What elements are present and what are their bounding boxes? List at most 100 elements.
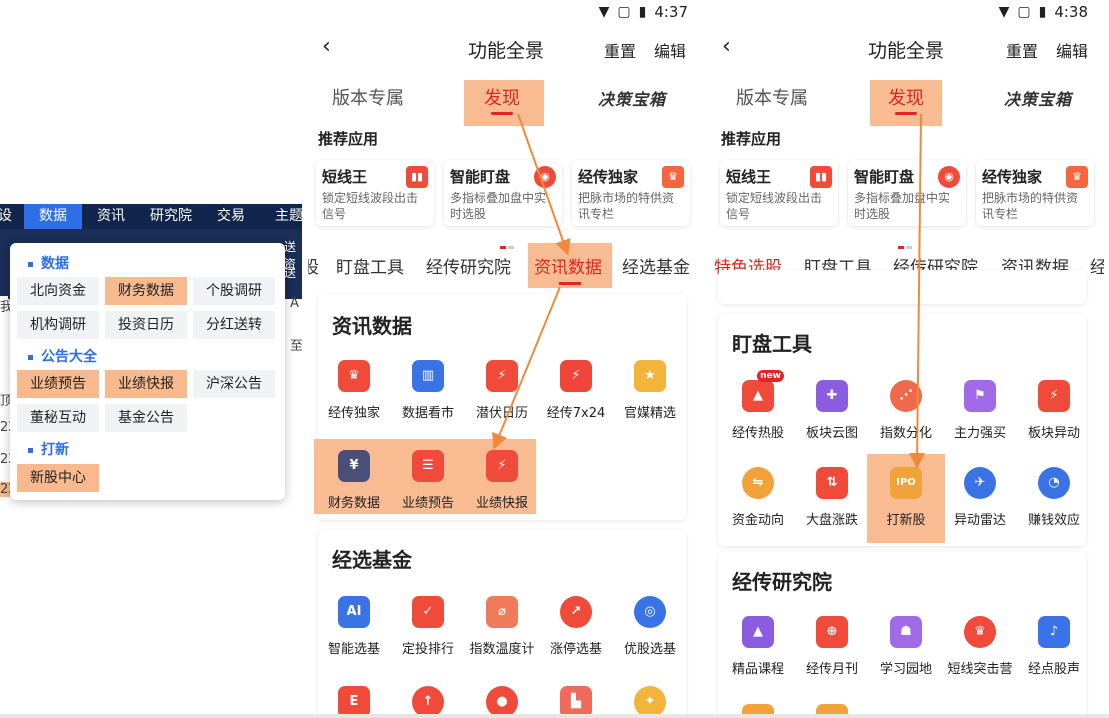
reset-button[interactable]: 重置 (604, 42, 637, 61)
menu-item-investment-calendar[interactable]: 投资日历 (105, 311, 187, 339)
app-item[interactable]: ¥财务数据 (317, 450, 391, 511)
app-card-smart-watch[interactable]: 智能盯盘 ◉ 多指标叠加盘中实时选股 (444, 160, 562, 226)
page-indicator (500, 234, 520, 249)
puzzle-flash-icon: ⚡ (1038, 380, 1070, 412)
menu-item-stock-survey[interactable]: 个股调研 (193, 277, 275, 305)
app-item[interactable]: ⚑主力强买 (943, 380, 1017, 441)
brand-decision-box[interactable]: 决策宝箱 (1004, 90, 1073, 109)
item-label: 主力强买 (953, 426, 1006, 441)
new-badge: new (757, 370, 784, 382)
app-item[interactable]: ⚡潜伏日历 (465, 360, 539, 421)
app-item[interactable]: ⊕经传月刊 (795, 616, 869, 677)
app-card-smart-watch[interactable]: 智能盯盘 ◉ 多指标叠加盘中实时选股 (848, 160, 966, 226)
edit-button[interactable]: 编辑 (1056, 42, 1089, 61)
menu-item-dividend[interactable]: 分红送转 (193, 311, 275, 339)
app-item[interactable]: ↑ (391, 686, 465, 718)
app-item[interactable]: ★官媒精选 (613, 360, 687, 421)
menu-item-northbound-funds[interactable]: 北向资金 (17, 277, 99, 305)
tab-discover[interactable]: 发现 (484, 84, 520, 115)
app-item[interactable]: ⚡板块异动 (1017, 380, 1091, 441)
app-item[interactable]: ♪经点股声 (1017, 616, 1091, 677)
menu-item-earnings-forecast[interactable]: 业绩预告 (17, 370, 99, 398)
app-card-exclusive[interactable]: 经传独家 ♛ 把脉市场的特供资讯专栏 (976, 160, 1094, 226)
category-underline (559, 282, 581, 285)
ai-icon: AI (338, 596, 370, 628)
tab-discover[interactable]: 发现 (888, 84, 924, 115)
menu-item-financial-data[interactable]: 财务数据 (105, 277, 187, 305)
app-item[interactable]: ◔赚钱效应 (1017, 467, 1091, 528)
app-item[interactable]: ↗涨停选基 (539, 596, 613, 657)
desktop-app: 设 数据 资讯 研究院 交易 主题 我 A 至 顶 22 22 22 送资 送 … (0, 0, 302, 718)
item-label: 异动雷达 (953, 513, 1006, 528)
menu-tab-trade[interactable]: 交易 (217, 208, 245, 224)
app-item[interactable]: ● (465, 686, 539, 718)
menu-item-sh-sz-announcements[interactable]: 沪深公告 (193, 370, 275, 398)
category-tab-news-data[interactable]: 资讯数据 (534, 258, 602, 278)
app-item[interactable]: ✦ (613, 686, 687, 718)
edit-button[interactable]: 编辑 (654, 42, 687, 61)
app-item[interactable]: ⚡经传7x24 (539, 360, 613, 421)
category-tab-fund[interactable]: 经 (1090, 258, 1104, 278)
menu-tab-partial[interactable]: 设 (0, 208, 12, 224)
menu-item-new-stock-center[interactable]: 新股中心 (17, 464, 99, 492)
app-item[interactable]: ☗学习园地 (869, 616, 943, 677)
desktop-menu-bar: 设 数据 资讯 研究院 交易 主题 (0, 204, 302, 229)
tab-version-exclusive[interactable]: 版本专属 (332, 88, 404, 109)
app-item[interactable]: ✓定投排行 (391, 596, 465, 657)
menu-item-fund-announcements[interactable]: 基金公告 (105, 404, 187, 432)
app-item[interactable]: ✈异动雷达 (943, 467, 1017, 528)
card-title: 智能盯盘 (450, 168, 511, 186)
eye-icon: ◉ (534, 166, 556, 188)
back-icon[interactable]: ‹ (322, 34, 331, 59)
app-item[interactable]: ♛短线突击营 (943, 616, 1017, 677)
app-card-short-line[interactable]: 短线王 ▮▮ 锁定短线波段出击信号 (316, 160, 434, 226)
item-label: 优股选基 (623, 642, 676, 657)
category-tab-stock[interactable]: 股 (308, 258, 319, 278)
app-item[interactable]: ⇅大盘涨跌 (795, 467, 869, 528)
app-item[interactable]: ▲精品课程 (721, 616, 795, 677)
app-item[interactable]: ◎优股选基 (613, 596, 687, 657)
menu-tab-theme[interactable]: 主题 (275, 208, 302, 224)
app-item[interactable]: ▙ (539, 686, 613, 718)
app-card-exclusive[interactable]: 经传独家 ♛ 把脉市场的特供资讯专栏 (572, 160, 690, 226)
crown-icon: ♛ (1066, 166, 1088, 188)
app-item[interactable]: ⇋资金动向 (721, 467, 795, 528)
section-previous (718, 270, 1086, 304)
app-item[interactable]: ♛经传独家 (317, 360, 391, 421)
chart-icon: ▮▮ (810, 166, 832, 188)
brand-decision-box[interactable]: 决策宝箱 (598, 90, 667, 109)
category-tab-fund[interactable]: 经选基金 (622, 258, 690, 278)
app-item[interactable]: ⋰指数分化 (869, 380, 943, 441)
menu-tab-research[interactable]: 研究院 (150, 208, 192, 224)
app-item[interactable]: ✚板块云图 (795, 380, 869, 441)
page-title: 功能全景 (467, 40, 544, 62)
page-indicator (898, 234, 918, 249)
crown-icon: ♛ (964, 616, 996, 648)
menu-tab-news[interactable]: 资讯 (97, 208, 125, 224)
reset-button[interactable]: 重置 (1006, 42, 1039, 61)
menu-item-secretary-qa[interactable]: 董秘互动 (17, 404, 99, 432)
item-label: 业绩预告 (401, 496, 454, 511)
app-item[interactable]: ☰业绩预告 (391, 450, 465, 511)
bar-icon: ▙ (560, 686, 592, 718)
app-card-short-line[interactable]: 短线王 ▮▮ 锁定短线波段出击信号 (720, 160, 838, 226)
badge-icon: ● (486, 686, 518, 718)
item-label: 财务数据 (327, 496, 380, 511)
calendar-icon: ⚡ (486, 360, 518, 392)
phone-screen-1: ▼ ▢ ▮ 4:37 ‹ 功能全景 重置 编辑 版本专属 发现 决策宝箱 推荐应… (308, 0, 704, 718)
tab-version-exclusive[interactable]: 版本专属 (736, 88, 808, 109)
category-tab-research[interactable]: 经传研究院 (426, 258, 511, 278)
app-item[interactable]: E (317, 686, 391, 718)
app-item[interactable]: ⌀指数温度计 (465, 596, 539, 657)
menu-item-earnings-express[interactable]: 业绩快报 (105, 370, 187, 398)
menu-item-institution-survey[interactable]: 机构调研 (17, 311, 99, 339)
app-item[interactable]: ⚡业绩快报 (465, 450, 539, 511)
app-item[interactable]: ▥数据看市 (391, 360, 465, 421)
category-tab-watch-tools[interactable]: 盯盘工具 (336, 258, 404, 278)
back-icon[interactable]: ‹ (722, 34, 731, 59)
recommend-title: 推荐应用 (318, 130, 379, 148)
menu-tab-data[interactable]: 数据 (24, 204, 82, 229)
